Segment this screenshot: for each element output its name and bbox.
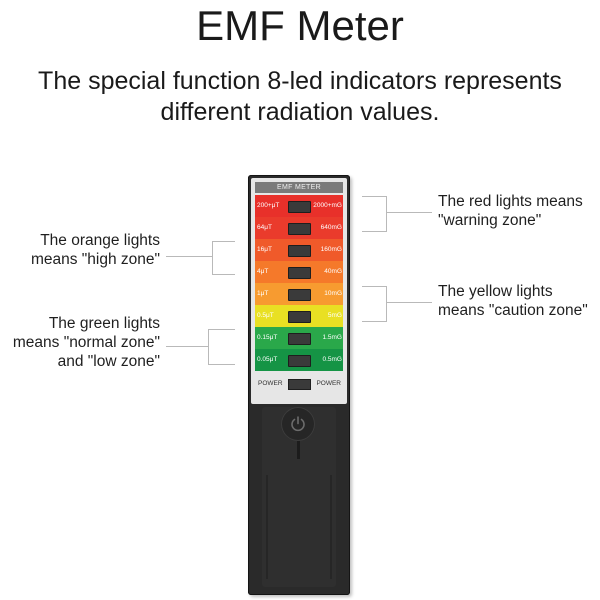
indicator-row: 200+μT 2000+mG [255,195,343,217]
led-icon [288,201,311,213]
red-leader [386,212,432,213]
green-callout-line-1: The green lights [48,315,160,332]
led-icon [288,289,311,301]
green-bracket [208,329,235,365]
handle-groove [330,475,332,579]
green-callout: The green lights means "normal zone" and… [13,314,160,371]
led-icon [288,245,311,257]
indicator-row: 1μT 10mG [255,283,343,305]
indicator-mg-label: 5mG [327,312,342,319]
power-indicator-row: POWER POWER [255,376,343,392]
indicator-mg-label: 2000+mG [313,202,342,209]
power-icon [291,416,305,432]
yellow-callout-line-2: means "caution zone" [438,302,588,319]
yellow-leader [386,302,432,303]
led-icon [288,355,311,367]
indicator-ut-label: 64μT [257,224,272,231]
orange-callout: The orange lights means "high zone" [31,231,160,269]
orange-callout-line-2: means "high zone" [30,251,160,268]
red-bracket [362,196,387,232]
indicator-row: 0.15μT 1.5mG [255,327,343,349]
indicator-row: 0.5μT 5mG [255,305,343,327]
orange-bracket [212,241,235,275]
green-callout-line-2: means "normal zone" [12,334,160,351]
yellow-bracket [362,286,387,322]
red-callout-line-1: The red lights means [438,193,583,210]
indicator-ut-label: 0.5μT [257,312,274,319]
indicator-panel: EMF METER 200+μT 2000+mG 64μT 640mG 16μT… [251,178,347,404]
indicator-mg-label: 1.5mG [322,334,342,341]
yellow-callout: The yellow lights means "caution zone" [438,282,588,320]
indicator-ut-label: 200+μT [257,202,280,209]
led-icon [288,333,311,345]
button-stem [297,441,300,459]
subtitle: The special function 8-led indicators re… [0,66,600,128]
power-label-right: POWER [316,380,341,387]
indicator-mg-label: 0.5mG [322,356,342,363]
indicator-ut-label: 4μT [257,268,269,275]
led-icon [288,223,311,235]
subtitle-line-1: The special function 8-led indicators re… [38,67,562,95]
page-title: EMF Meter [196,2,404,49]
indicator-ut-label: 0.05μT [257,356,278,363]
yellow-callout-line-1: The yellow lights [438,283,553,300]
led-icon [288,311,311,323]
indicator-row: 4μT 40mG [255,261,343,283]
indicator-mg-label: 160mG [320,246,342,253]
indicator-ut-label: 16μT [257,246,272,253]
red-callout-line-2: "warning zone" [438,212,542,229]
power-button[interactable] [281,407,315,441]
subtitle-line-2: different radiation values. [160,98,440,126]
indicator-row: 16μT 160mG [255,239,343,261]
indicator-mg-label: 10mG [324,290,342,297]
indicator-mg-label: 40mG [324,268,342,275]
orange-callout-line-1: The orange lights [40,232,160,249]
panel-title: EMF METER [255,182,343,193]
green-leader [166,346,208,347]
indicator-mg-label: 640mG [320,224,342,231]
indicator-ut-label: 0.15μT [257,334,278,341]
indicator-ut-label: 1μT [257,290,269,297]
power-label-left: POWER [258,380,283,387]
red-callout: The red lights means "warning zone" [438,192,583,230]
indicator-row: 64μT 640mG [255,217,343,239]
indicator-row: 0.05μT 0.5mG [255,349,343,371]
handle-groove [266,475,268,579]
orange-leader [166,256,212,257]
power-led-icon [288,379,311,390]
emf-meter-device: EMF METER 200+μT 2000+mG 64μT 640mG 16μT… [248,175,350,595]
green-callout-line-3: and "low zone" [57,353,160,370]
led-icon [288,267,311,279]
